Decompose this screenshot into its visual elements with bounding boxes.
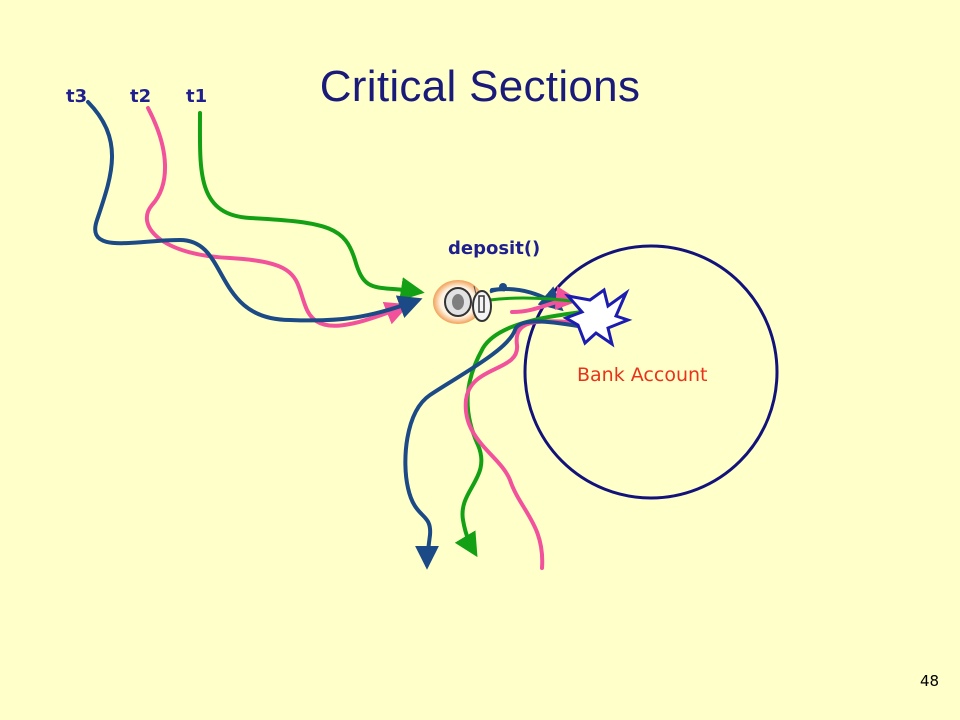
thread-t3-path-in (86, 100, 423, 323)
thread-label-t1: t1 (186, 86, 208, 107)
bank-account-circle (523, 244, 779, 500)
thread-t3-path-out (403, 319, 592, 570)
slide-title: Critical Sections (319, 62, 641, 111)
collision-burst-icon (562, 287, 633, 348)
bank-account-label: Bank Account (577, 364, 708, 386)
thread-label-t3: t3 (66, 86, 88, 107)
lock-icon (433, 280, 492, 324)
key-icon (489, 283, 507, 294)
thread-t1-path-in (197, 111, 425, 301)
thread-label-t2: t2 (130, 86, 152, 107)
page-number: 48 (920, 672, 940, 690)
thread-t2-path-in (145, 106, 410, 328)
method-label-deposit: deposit() (448, 238, 541, 259)
